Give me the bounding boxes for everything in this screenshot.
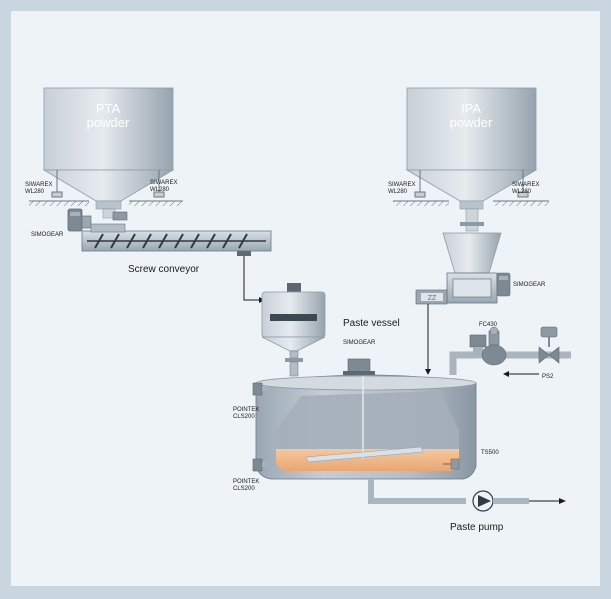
pta-support-legs [51, 170, 165, 198]
ipa-loadcell-left-l1: SIWAREX [388, 182, 415, 188]
ipa-hopper-subtitle: powder [450, 115, 493, 130]
screw-conveyor-label: Screw conveyor [128, 264, 200, 275]
ipa-ground-right-hatch [493, 201, 549, 206]
screw-conveyor [81, 223, 272, 256]
svg-text:ZZ: ZZ [428, 295, 437, 302]
return-flow-arrow [503, 371, 509, 377]
pta-ground-right-hatch [129, 201, 183, 206]
ipa-loadcell-left-l2: WL280 [388, 189, 408, 195]
ipa-loadcell-right-l2: WL280 [512, 189, 532, 195]
level-switch-lower-l2: CLS200 [233, 486, 255, 492]
temperature-sensor-label: TS500 [481, 450, 499, 456]
pta-loadcell-right-l2: WL280 [150, 187, 170, 193]
level-switch-upper [252, 382, 268, 396]
paste-pump-label: Paste pump [450, 522, 504, 533]
ipa-flow-arrow [425, 369, 431, 375]
ipa-hopper [405, 87, 538, 232]
control-valve [538, 326, 560, 364]
paste-vessel-label: Paste vessel [343, 318, 400, 329]
pta-loadcell-right-l1: SIWAREX [150, 180, 177, 186]
pta-hopper-title: PTA [96, 101, 121, 116]
pump-flow-arrow [559, 498, 566, 504]
level-switch-lower-l1: POINTEK [233, 479, 259, 485]
ipa-ground-left-hatch [393, 201, 449, 206]
ipa-feeder-gear-label: SIMOGEAR [513, 282, 546, 288]
pta-loadcell-left-l1: SIWAREX [25, 182, 52, 188]
vessel-inlet-pipe [449, 351, 481, 375]
diagram-frame: PTA powder SIWAREX WL280 SIWAREX WL280 S… [11, 11, 600, 586]
level-switch-lower [252, 458, 268, 472]
ipa-support-legs [414, 170, 529, 198]
conveyor-flow-line [243, 256, 259, 301]
paste-pump [472, 490, 494, 512]
ipa-loadcell-right-l1: SIWAREX [512, 182, 539, 188]
vessel-outlet-pipe [368, 479, 466, 504]
pta-hopper-subtitle: powder [87, 115, 130, 130]
pta-ground-left-hatch [29, 201, 89, 206]
agitator-gear-label: SIMOGEAR [343, 340, 376, 346]
temperature-sensor [443, 458, 460, 470]
ipa-hopper-title: IPA [461, 101, 481, 116]
screw-motor-label: SIMOGEAR [31, 232, 64, 238]
agitator-gear [343, 358, 375, 375]
pta-loadcell-left-l2: WL280 [25, 189, 45, 195]
ipa-feeder: ZZ [415, 232, 511, 305]
premix-tank [261, 283, 326, 377]
level-switch-upper-l1: POINTEK [233, 407, 259, 413]
paste-vessel [255, 374, 477, 480]
process-diagram: PTA powder SIWAREX WL280 SIWAREX WL280 S… [25, 87, 571, 533]
screw-motor [67, 208, 128, 232]
pta-hopper [42, 87, 175, 219]
pressure-sensor-label: PS2 [542, 374, 554, 380]
flow-controller-label: FC430 [479, 322, 498, 328]
level-switch-upper-l2: CLS200 [233, 414, 255, 420]
